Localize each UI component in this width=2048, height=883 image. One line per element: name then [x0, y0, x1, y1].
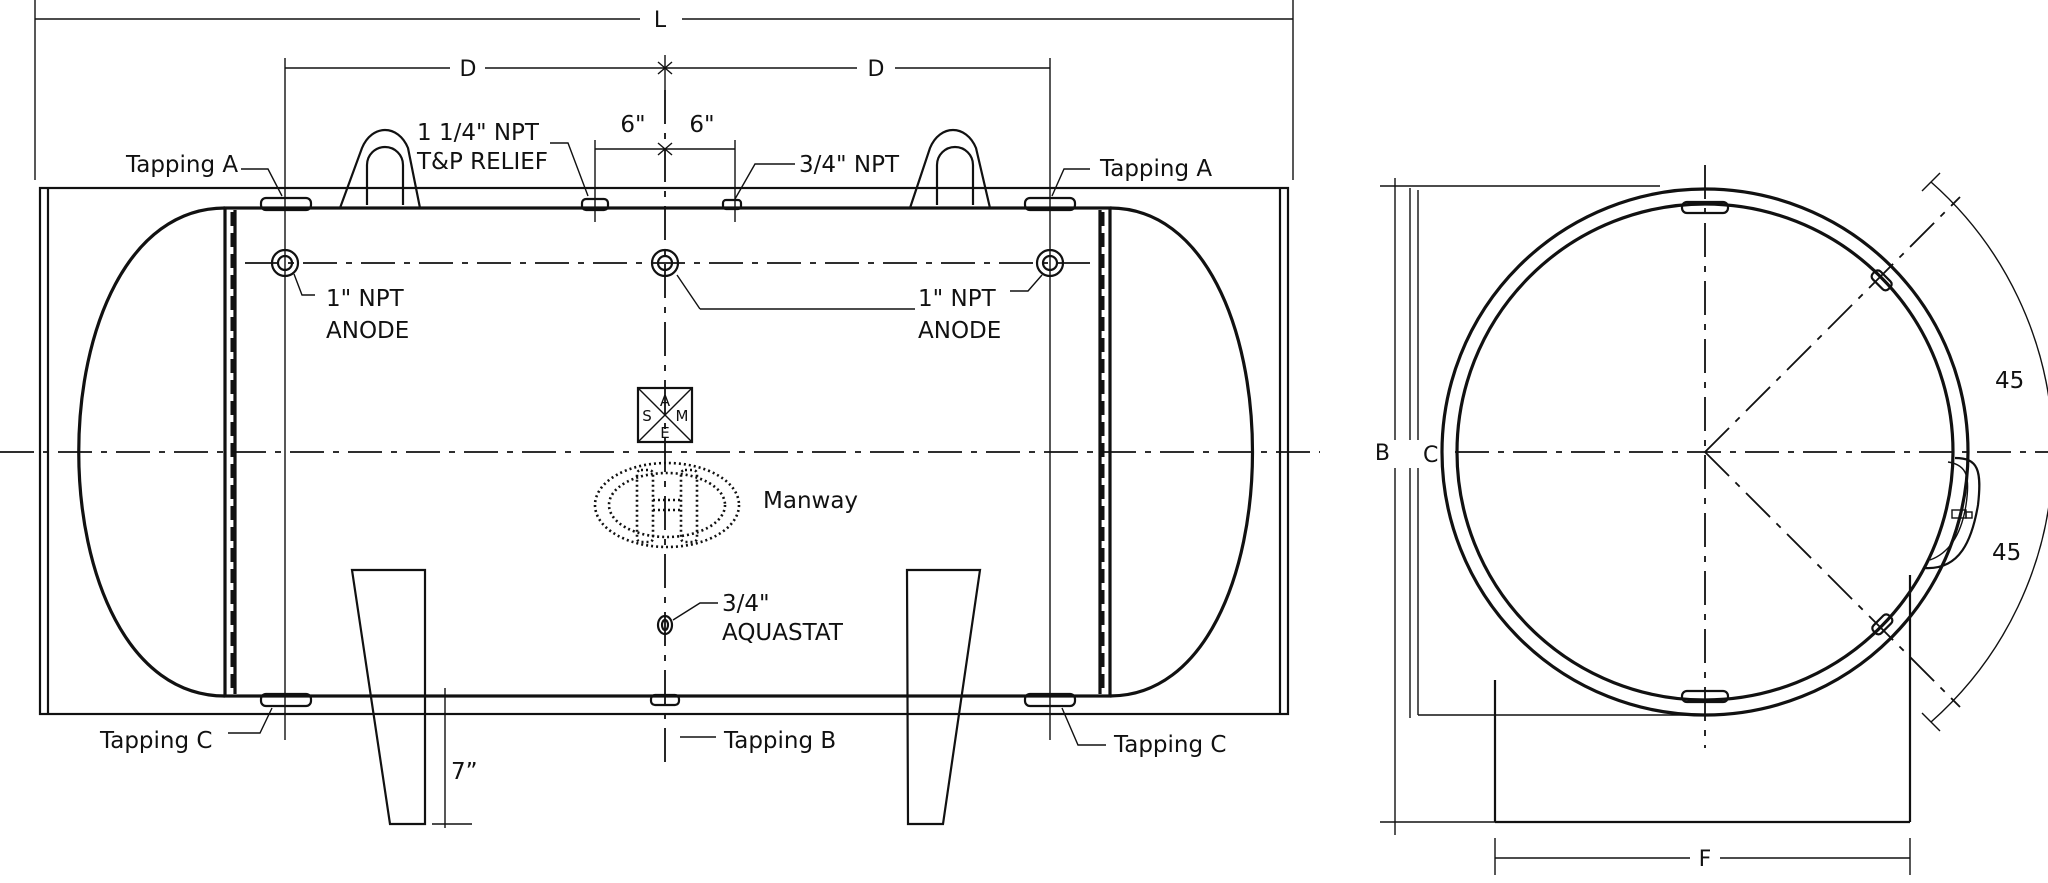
end-view-lower-fitting	[1871, 613, 1894, 636]
dimension-l: L	[34, 0, 1294, 180]
angle-arc	[1930, 181, 2048, 723]
anode-left-label-line2: ANODE	[326, 318, 409, 344]
angle-lower-label: 45	[1992, 540, 2021, 566]
asme-stamp: A S M E	[636, 386, 694, 444]
tp-relief-label-line1: 1 1/4" NPT	[417, 120, 540, 146]
tapping-a-left-label: Tapping A	[125, 152, 238, 178]
tapping-a-right-label: Tapping A	[1099, 156, 1212, 182]
tapping-c-left	[259, 692, 313, 708]
tapping-c-right	[1023, 692, 1077, 708]
tapping-c-left-label: Tapping C	[99, 728, 212, 754]
anode-right	[1035, 248, 1065, 278]
dimension-7in-label: 7”	[451, 759, 478, 785]
tapping-a-left	[259, 196, 313, 212]
dimension-d-right-label: D	[868, 57, 885, 82]
tapping-c-right-label: Tapping C	[1113, 732, 1226, 758]
tank-right-head	[1109, 206, 1255, 698]
asme-letter-a: A	[660, 392, 671, 410]
end-view: B C F 45 45	[1375, 165, 2048, 875]
saddle-right	[905, 568, 982, 826]
aquastat-fitting	[656, 614, 674, 636]
anode-center	[650, 248, 680, 278]
dimension-f-label: F	[1699, 847, 1712, 872]
dimension-f: F	[1494, 838, 1911, 875]
saddle-left	[350, 568, 427, 826]
lifting-lug-left	[338, 129, 422, 209]
dimension-c-label: C	[1423, 443, 1438, 468]
dimension-7in: 7”	[432, 688, 478, 828]
dimension-6in: 6" 6"	[594, 112, 736, 222]
asme-letter-s: S	[642, 407, 652, 425]
manway-label: Manway	[763, 488, 858, 514]
anode-right-label-line2: ANODE	[918, 318, 1001, 344]
npt-34-label: 3/4" NPT	[799, 152, 900, 178]
end-view-manway	[1924, 456, 1981, 570]
dimension-l-label: L	[654, 8, 667, 33]
side-view: L D D 6" 6"	[0, 0, 1320, 828]
aquastat-label-line1: 3/4"	[722, 591, 770, 617]
tp-relief-fitting	[580, 197, 610, 212]
tp-relief-label-line2: T&P RELIEF	[416, 149, 548, 175]
tapping-b-fitting	[649, 693, 681, 707]
npt-34-fitting	[721, 198, 743, 211]
tank-jacket	[38, 186, 1290, 716]
dimension-b-label: B	[1375, 441, 1390, 466]
end-view-upper-fitting	[1870, 269, 1893, 292]
asme-letter-e: E	[660, 424, 669, 442]
anode-left	[270, 248, 300, 278]
lifting-lug-right	[908, 129, 992, 209]
tapping-b-label: Tapping B	[723, 728, 836, 754]
dimension-6in-right-label: 6"	[689, 112, 714, 138]
asme-letter-m: M	[676, 407, 689, 425]
dimension-d-left-label: D	[460, 57, 477, 82]
dimension-b-c: B C	[1375, 178, 1705, 835]
manway	[593, 461, 741, 549]
anode-right-label-line1: 1" NPT	[918, 286, 997, 312]
anode-left-label-line1: 1" NPT	[326, 286, 405, 312]
angle-upper-label: 45	[1995, 368, 2024, 394]
tapping-a-right	[1023, 196, 1077, 212]
aquastat-label-line2: AQUASTAT	[722, 620, 844, 646]
dimension-d: D D	[284, 55, 1051, 740]
end-view-inner-shell	[1455, 202, 1955, 702]
dimension-6in-left-label: 6"	[620, 112, 645, 138]
